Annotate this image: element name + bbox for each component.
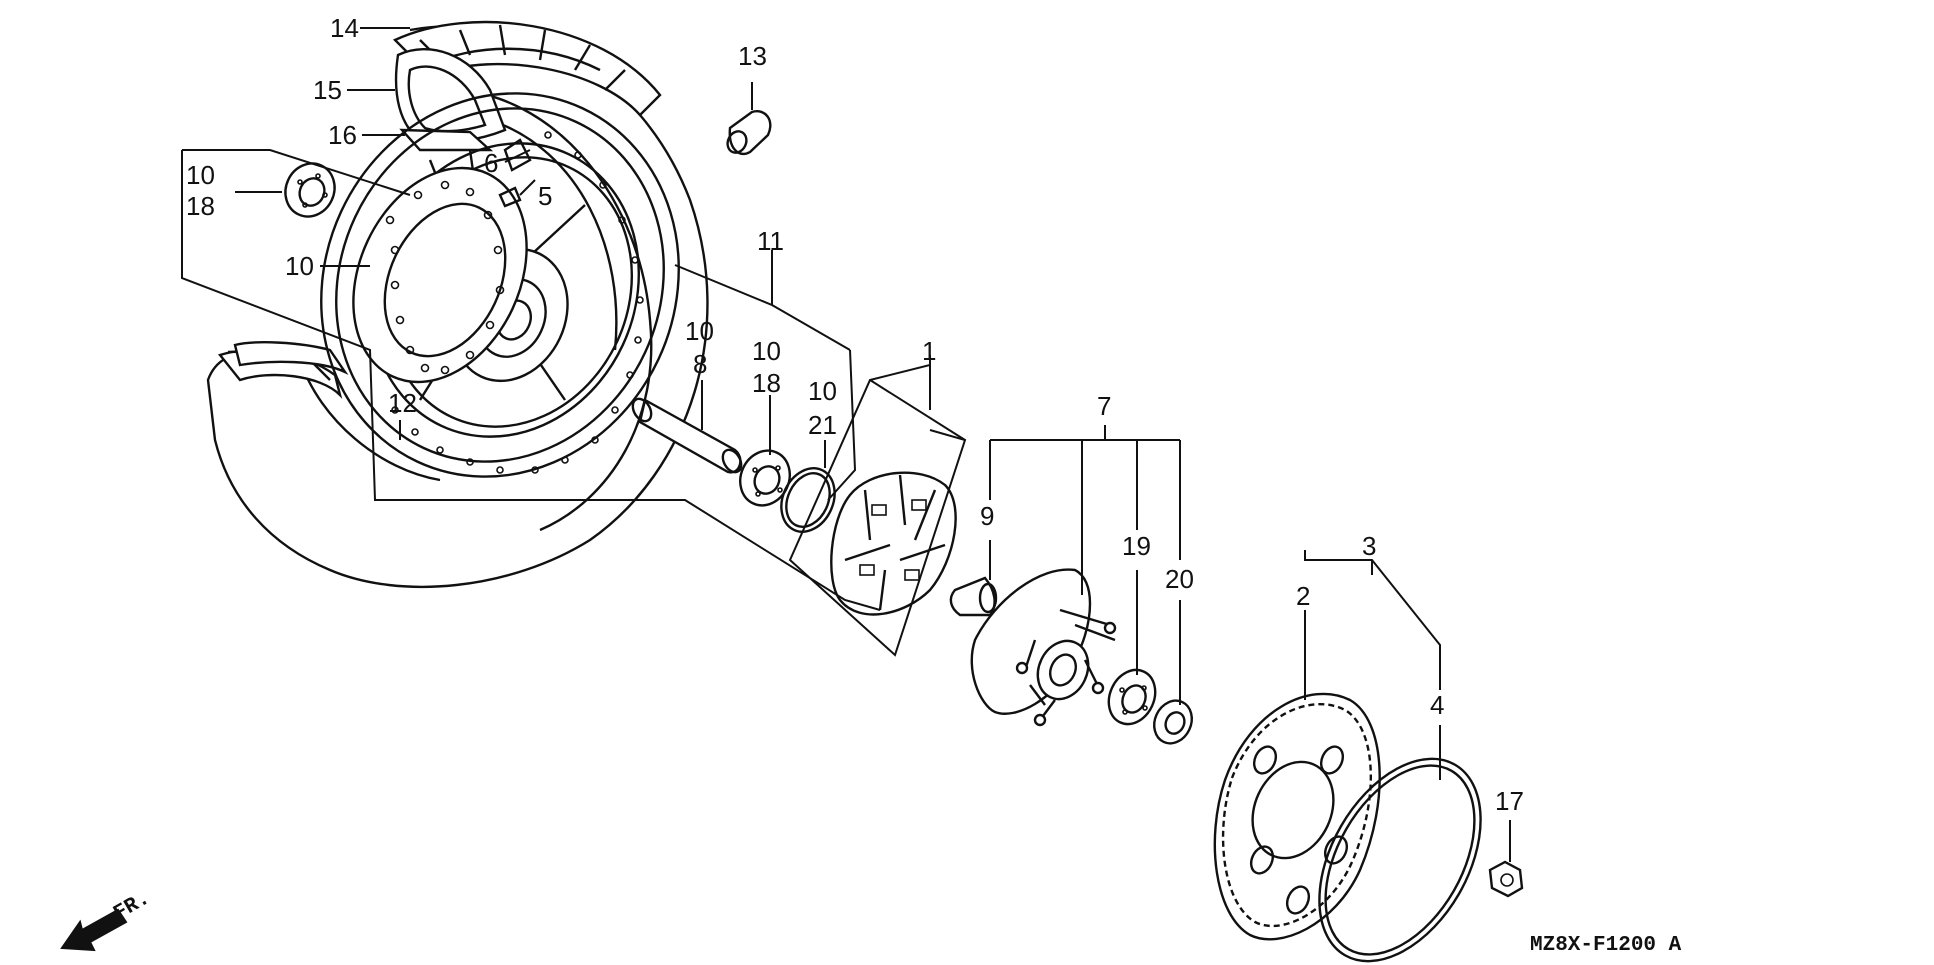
bearing-middle bbox=[739, 449, 791, 507]
wheel-damper bbox=[830, 471, 957, 616]
sprocket-o-ring bbox=[1318, 757, 1482, 963]
callout-8: 8 bbox=[693, 349, 707, 379]
hub-collar bbox=[949, 576, 998, 617]
valve-stem bbox=[498, 138, 532, 208]
callout-19: 19 bbox=[1122, 531, 1151, 561]
bearing-left bbox=[284, 162, 336, 218]
brake-disc bbox=[352, 166, 528, 384]
callout-10-oring: 10 bbox=[808, 376, 837, 406]
callout-10-collar: 10 bbox=[685, 316, 714, 346]
callout-6: 6 bbox=[484, 148, 498, 178]
distance-collar bbox=[631, 397, 743, 474]
dust-seal bbox=[1153, 699, 1193, 745]
callout-14: 14 bbox=[330, 13, 359, 43]
callout-10-disc: 10 bbox=[285, 251, 314, 281]
front-arrow-icon bbox=[60, 908, 128, 952]
collar bbox=[726, 110, 772, 156]
drawing-code: MZ8X-F1200 A bbox=[1530, 934, 1682, 957]
sprocket-nut bbox=[1488, 860, 1524, 898]
callout-20: 20 bbox=[1165, 564, 1194, 594]
callout-labels: 14 15 16 6 5 10 18 10 12 13 11 10 8 10 1… bbox=[186, 13, 1524, 816]
callout-13: 13 bbox=[738, 41, 767, 71]
bearing-flange bbox=[1107, 668, 1157, 726]
callout-4: 4 bbox=[1430, 690, 1444, 720]
callout-5: 5 bbox=[538, 181, 552, 211]
o-ring bbox=[780, 467, 836, 533]
front-direction-arrow: FR. bbox=[60, 887, 154, 952]
driven-flange bbox=[970, 568, 1117, 727]
callout-15: 15 bbox=[313, 75, 342, 105]
callout-12: 12 bbox=[388, 388, 417, 418]
callout-1: 1 bbox=[922, 336, 936, 366]
leader-lines bbox=[181, 27, 1511, 862]
callout-18-middle: 18 bbox=[752, 368, 781, 398]
callout-18-left: 18 bbox=[186, 191, 215, 221]
callout-10-left-top: 10 bbox=[186, 160, 215, 190]
callout-3: 3 bbox=[1362, 531, 1376, 561]
callout-9: 9 bbox=[980, 501, 994, 531]
callout-17: 17 bbox=[1495, 786, 1524, 816]
callout-2: 2 bbox=[1296, 581, 1310, 611]
callout-10-middle: 10 bbox=[752, 336, 781, 366]
callout-7: 7 bbox=[1097, 391, 1111, 421]
callout-16: 16 bbox=[328, 120, 357, 150]
callout-11: 11 bbox=[757, 226, 784, 256]
callout-21: 21 bbox=[808, 410, 837, 440]
